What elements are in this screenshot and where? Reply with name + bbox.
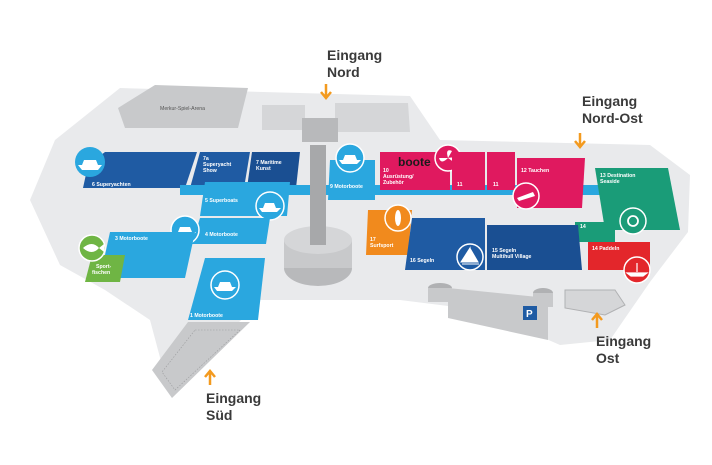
hall-6[interactable] (83, 152, 197, 188)
hall-7a[interactable] (190, 152, 250, 188)
hall-6-label: 6 Superyachten (92, 182, 131, 188)
north-building-right (335, 103, 410, 132)
brand-label: boote (398, 155, 431, 169)
south-entrance-funnel (152, 322, 250, 398)
arrow-ost (591, 312, 603, 328)
hall-11b[interactable] (487, 152, 515, 190)
fan-icon (439, 150, 456, 163)
hall-3-sportfischen[interactable] (85, 255, 125, 282)
hall-3-label: 3 Motorboote (115, 236, 148, 242)
hall-14[interactable] (575, 222, 615, 242)
hall-14-paddeln-label: 14 Paddeln (592, 246, 619, 252)
parking-icon (523, 306, 537, 320)
north-building-left (262, 105, 305, 130)
hall-13[interactable] (595, 168, 680, 230)
hall-11a-label: 11 (457, 182, 463, 188)
motorboat-icon-9 (339, 155, 361, 164)
hall-9[interactable] (328, 160, 375, 200)
diver-icon (517, 192, 535, 201)
paddler-icon (625, 263, 649, 277)
hall-1-label: 1 Motorboote (190, 313, 223, 319)
hall-11b-label: 11 (493, 182, 499, 188)
hall-4-label: 4 Motorboote (205, 232, 238, 238)
hall-16-label: 16 Segeln (410, 258, 434, 264)
silo-left-body (428, 288, 452, 302)
fish-icon (83, 244, 104, 252)
north-gate (302, 118, 338, 142)
arrow-nord-ost (574, 133, 586, 149)
hall-4[interactable] (192, 218, 270, 244)
silo-right-body (533, 293, 553, 307)
superyacht-icon (78, 160, 102, 170)
hall-3-sport-label: Sport-fischen (92, 264, 112, 276)
hall-14-label: 14 (580, 224, 586, 230)
tower-building (310, 145, 326, 245)
east-entrance-pavilion (564, 289, 626, 316)
arena-label: Merkur-Spiel-Arena (160, 106, 205, 112)
surfboard-icon (395, 210, 401, 226)
hall-11a[interactable] (452, 152, 485, 190)
arena-building (118, 85, 248, 128)
hall-10[interactable] (380, 152, 450, 190)
hall-15[interactable] (487, 225, 582, 270)
arrow-sued (204, 369, 216, 385)
hall-9-label: 9 Motorboote (330, 184, 363, 190)
hall-5-label: 5 Superboats (205, 198, 238, 204)
sailboat-icon (460, 246, 479, 265)
parking-label: P (526, 309, 533, 320)
superboat-icon (259, 203, 281, 212)
hall-3[interactable] (100, 232, 195, 278)
south-entrance-grid (161, 329, 241, 391)
arrow-nord (320, 84, 332, 100)
hall-7[interactable] (247, 152, 300, 188)
sun-icon (627, 215, 639, 227)
hall-12-label: 12 Tauchen (521, 168, 549, 174)
motorboat-icon-1 (214, 282, 236, 291)
east-building-block (448, 288, 548, 340)
sun-icon-badge (619, 207, 647, 235)
